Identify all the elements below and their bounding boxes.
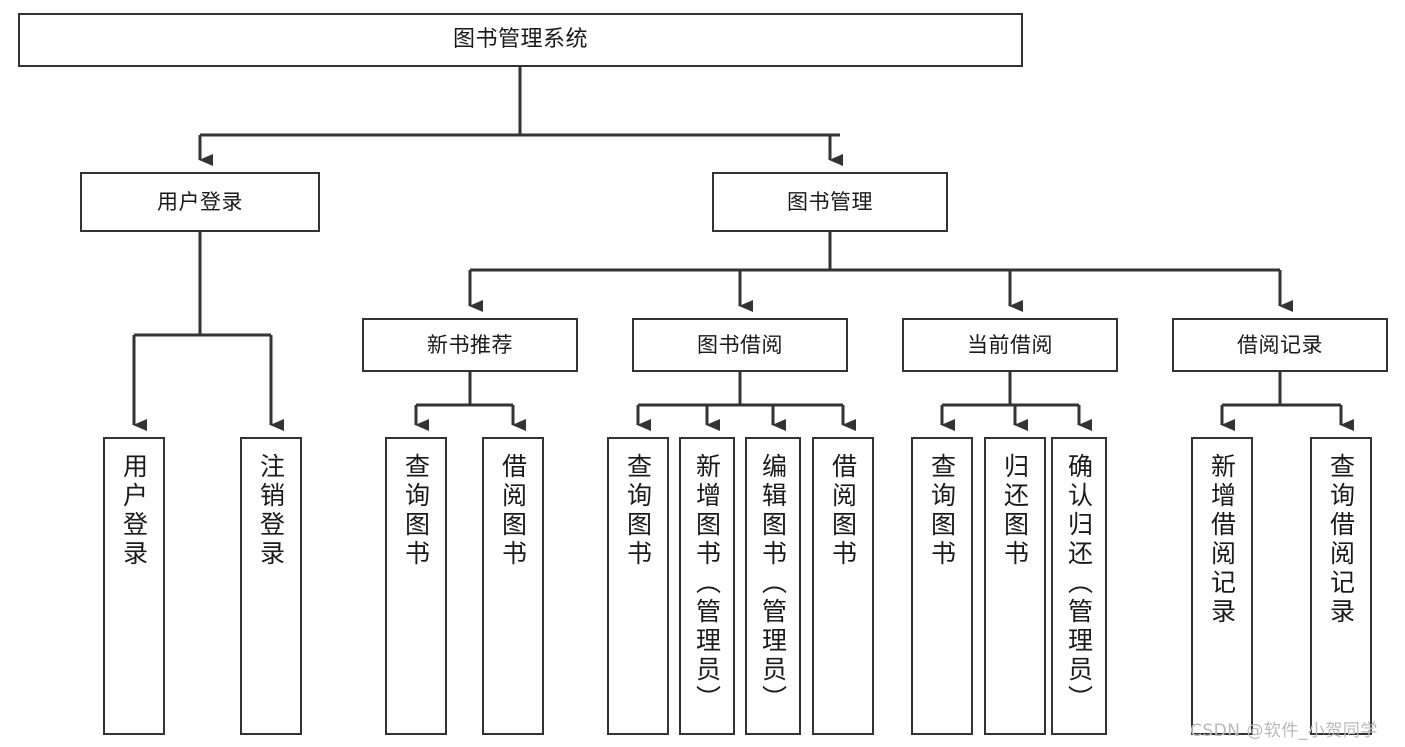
node-label: 归还图书 xyxy=(1000,453,1030,569)
node-label: 图书管理系统 xyxy=(452,27,588,53)
node-leaf-edit-book-admin[interactable]: 编辑图书（管理员） xyxy=(745,437,801,735)
node-label: 编辑图书（管理员） xyxy=(758,453,788,714)
node-leaf-confirm-return-admin[interactable]: 确认归还（管理员） xyxy=(1051,437,1107,735)
node-user-login[interactable]: 用户登录 xyxy=(80,172,320,232)
node-label: 当前借阅 xyxy=(967,332,1053,357)
node-label: 借阅图书 xyxy=(828,453,858,569)
node-label: 新增图书（管理员） xyxy=(692,453,722,714)
node-leaf-return-book[interactable]: 归还图书 xyxy=(984,437,1046,735)
node-borrow-record[interactable]: 借阅记录 xyxy=(1172,318,1388,372)
node-leaf-user-login[interactable]: 用户登录 xyxy=(103,437,165,735)
node-book-management-system[interactable]: 图书管理系统 xyxy=(18,13,1023,67)
node-leaf-logout[interactable]: 注销登录 xyxy=(240,437,302,735)
node-label: 查询图书 xyxy=(401,453,431,569)
node-label: 借阅记录 xyxy=(1237,332,1323,357)
node-leaf-add-book-admin[interactable]: 新增图书（管理员） xyxy=(679,437,735,735)
csdn-watermark: CSDN @软件_小贺同学 xyxy=(1190,721,1378,741)
node-book-borrow[interactable]: 图书借阅 xyxy=(632,318,848,372)
node-label: 用户登录 xyxy=(119,453,149,569)
node-leaf-query-book-newbook[interactable]: 查询图书 xyxy=(385,437,447,735)
node-book-management[interactable]: 图书管理 xyxy=(712,172,948,232)
node-label: 确认归还（管理员） xyxy=(1064,453,1094,714)
node-label: 图书借阅 xyxy=(697,332,783,357)
node-label: 用户登录 xyxy=(157,189,243,214)
node-label: 查询借阅记录 xyxy=(1326,453,1356,627)
node-leaf-borrow-book[interactable]: 借阅图书 xyxy=(812,437,874,735)
node-leaf-query-book-borrow[interactable]: 查询图书 xyxy=(607,437,669,735)
node-label: 注销登录 xyxy=(256,453,286,569)
node-leaf-add-borrow-record[interactable]: 新增借阅记录 xyxy=(1191,437,1253,735)
node-label: 新书推荐 xyxy=(427,332,513,357)
node-leaf-borrow-book-newbook[interactable]: 借阅图书 xyxy=(482,437,544,735)
node-label: 查询图书 xyxy=(623,453,653,569)
node-leaf-query-borrow-record[interactable]: 查询借阅记录 xyxy=(1310,437,1372,735)
node-leaf-query-book-current[interactable]: 查询图书 xyxy=(911,437,973,735)
node-label: 图书管理 xyxy=(787,189,873,214)
node-label: 查询图书 xyxy=(927,453,957,569)
node-label: 新增借阅记录 xyxy=(1207,453,1237,627)
node-label: 借阅图书 xyxy=(498,453,528,569)
node-new-book-recommend[interactable]: 新书推荐 xyxy=(362,318,578,372)
node-current-borrow[interactable]: 当前借阅 xyxy=(902,318,1118,372)
